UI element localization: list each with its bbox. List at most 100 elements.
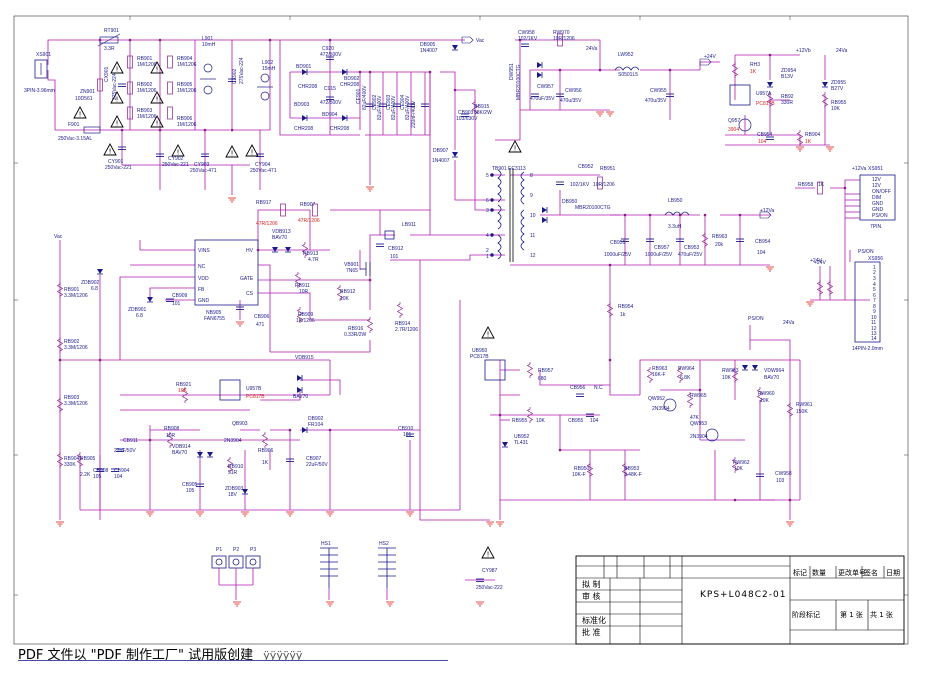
net-vac: Vac bbox=[476, 38, 485, 44]
label-rb955: RB955 bbox=[512, 418, 528, 424]
label-cb910: CB910 bbox=[398, 426, 414, 432]
value-cy987: 250Vac-222 bbox=[476, 585, 503, 591]
controller-ic bbox=[194, 239, 259, 306]
value-db907: 1N4007 bbox=[432, 158, 450, 164]
label-rb910: RB910 bbox=[228, 464, 244, 470]
label-rw965: RW965 bbox=[690, 393, 707, 399]
label-p2: P2 bbox=[233, 547, 239, 553]
label-lb911: LB911 bbox=[402, 222, 416, 228]
label-cb955: CB955 bbox=[568, 418, 584, 424]
value-rb963: 20k bbox=[715, 242, 724, 248]
value-cb957: 1000uF/25V bbox=[645, 252, 673, 258]
value-rb906: 1M/1206 bbox=[177, 122, 197, 128]
value-rb957: 680 bbox=[538, 376, 547, 382]
value-cb912: 101 bbox=[390, 254, 399, 260]
value-cb954: 104 bbox=[758, 139, 767, 145]
net-p24v-left: +24V bbox=[810, 258, 822, 264]
value-rb913: 4.7R bbox=[308, 257, 319, 263]
value-rb902: 1M/1206 bbox=[137, 88, 157, 94]
label-cb908: CB908 bbox=[93, 468, 109, 474]
value-rw962: 10K bbox=[734, 466, 744, 472]
net-24va: 24Va bbox=[586, 46, 598, 52]
value-rt901: 3.3R bbox=[104, 46, 115, 52]
watermark-underline bbox=[18, 660, 448, 661]
label-rb909: RB909 bbox=[298, 312, 314, 318]
connector-xs956 bbox=[817, 261, 881, 343]
wires bbox=[47, 39, 870, 521]
net-24va-feedback: 24Va bbox=[783, 320, 795, 326]
value-zdb901: 6.8 bbox=[136, 313, 143, 319]
net-p12vb: +12Vb bbox=[796, 48, 811, 54]
tb-drawing-number: KPS+L048C2-01 bbox=[700, 590, 787, 600]
label-ce902: CE902 bbox=[372, 94, 378, 110]
value-cw958: 102/1KV bbox=[518, 36, 538, 42]
feedback-tl431 bbox=[484, 359, 793, 479]
label-cy902: CY902 bbox=[168, 156, 184, 162]
tb-row-draft: 拟 制 bbox=[582, 579, 601, 589]
value-zd955: B27V bbox=[831, 86, 844, 92]
label-u957b: U957B bbox=[246, 386, 262, 392]
value-ub952: TL431 bbox=[514, 440, 528, 446]
value-xs951: 7PIN bbox=[870, 224, 882, 230]
label-cb956: CB956 bbox=[570, 385, 586, 391]
xs951-pin-4: DIM bbox=[872, 195, 881, 201]
mounting-parts bbox=[211, 547, 495, 600]
label-bd901: BD901 bbox=[296, 64, 312, 70]
value-rb903: 1M/1206 bbox=[137, 114, 157, 120]
label-ce904: CE904 bbox=[400, 94, 406, 110]
net-vac-left: Vac bbox=[54, 234, 63, 240]
label-rb913: RB913 bbox=[303, 251, 319, 257]
label-rb903: RB903 bbox=[137, 108, 153, 114]
label-qw952: QW952 bbox=[648, 396, 665, 402]
value-rb914: 2.7R/1206 bbox=[395, 327, 418, 333]
label-rb905-left: RB905 bbox=[80, 456, 96, 462]
value-cb909: 101 bbox=[172, 301, 181, 307]
value-rb953: 3.48K-F bbox=[624, 472, 642, 478]
value-qw952: 2N3904 bbox=[652, 406, 670, 412]
label-vdb915: VDB915 bbox=[295, 355, 314, 361]
xs956-pin-5: 5 bbox=[873, 287, 876, 293]
label-vdb914: VDB914 bbox=[172, 444, 191, 450]
value-tb901: EC3113 bbox=[508, 166, 526, 172]
value-rb901-left: 3.3M/1206 bbox=[64, 293, 88, 299]
value-rb92: 330R bbox=[781, 100, 793, 106]
secondary-24v bbox=[520, 33, 675, 97]
mosfet bbox=[360, 230, 395, 276]
label-cb907: CB907 bbox=[306, 456, 322, 462]
xs951-pin-5: GND bbox=[872, 201, 884, 207]
value-dw951: MBR20100CTG bbox=[516, 64, 522, 100]
label-xs956: XS956 bbox=[868, 256, 883, 262]
value-zdb902: 6.8 bbox=[91, 286, 98, 292]
value-u957b: PC817B bbox=[246, 394, 265, 400]
label-hs2: HS2 bbox=[379, 541, 389, 547]
net-p12va-conn: +12Va bbox=[852, 166, 866, 172]
value-db905: 1N4007 bbox=[420, 48, 438, 54]
label-lw952: LW952 bbox=[618, 52, 634, 58]
label-zd955: ZD955 bbox=[831, 80, 846, 86]
value-cy903: 250Vac-471 bbox=[190, 168, 217, 174]
value-rb955-top: 10K bbox=[831, 106, 841, 112]
label-cw955: CW955 bbox=[650, 88, 667, 94]
label-cy903: CY903 bbox=[194, 162, 210, 168]
xs956-pin-10: 10 bbox=[871, 315, 877, 321]
label-rb901-left: RB901 bbox=[64, 287, 80, 293]
label-db905: DB905 bbox=[420, 42, 436, 48]
label-rb901: RB901 bbox=[137, 56, 153, 62]
value-zd954: B13V bbox=[781, 74, 794, 80]
tb-col-sign: 签名 bbox=[864, 568, 878, 577]
value-cb904: 104 bbox=[114, 474, 123, 480]
snubber bbox=[451, 44, 478, 158]
label-c920: C920 bbox=[322, 46, 334, 52]
xs956-pin-3: 3 bbox=[873, 276, 876, 282]
value-cb911: 22uF/50V bbox=[114, 448, 136, 454]
watermark-link[interactable]: ÿÿÿÿÿÿ bbox=[263, 649, 303, 662]
net-ps-on-feedback: PS/ON bbox=[748, 316, 764, 322]
label-rt901: RT901 bbox=[104, 28, 119, 34]
label-rb953: RB953 bbox=[624, 466, 640, 472]
value-cb906: 471 bbox=[256, 322, 265, 328]
xs956-pin-2: 2 bbox=[873, 270, 876, 276]
label-rb911: RB911 bbox=[295, 283, 310, 289]
label-rb958: RB958 bbox=[798, 182, 814, 188]
label-rw960: RW960 bbox=[758, 391, 775, 397]
